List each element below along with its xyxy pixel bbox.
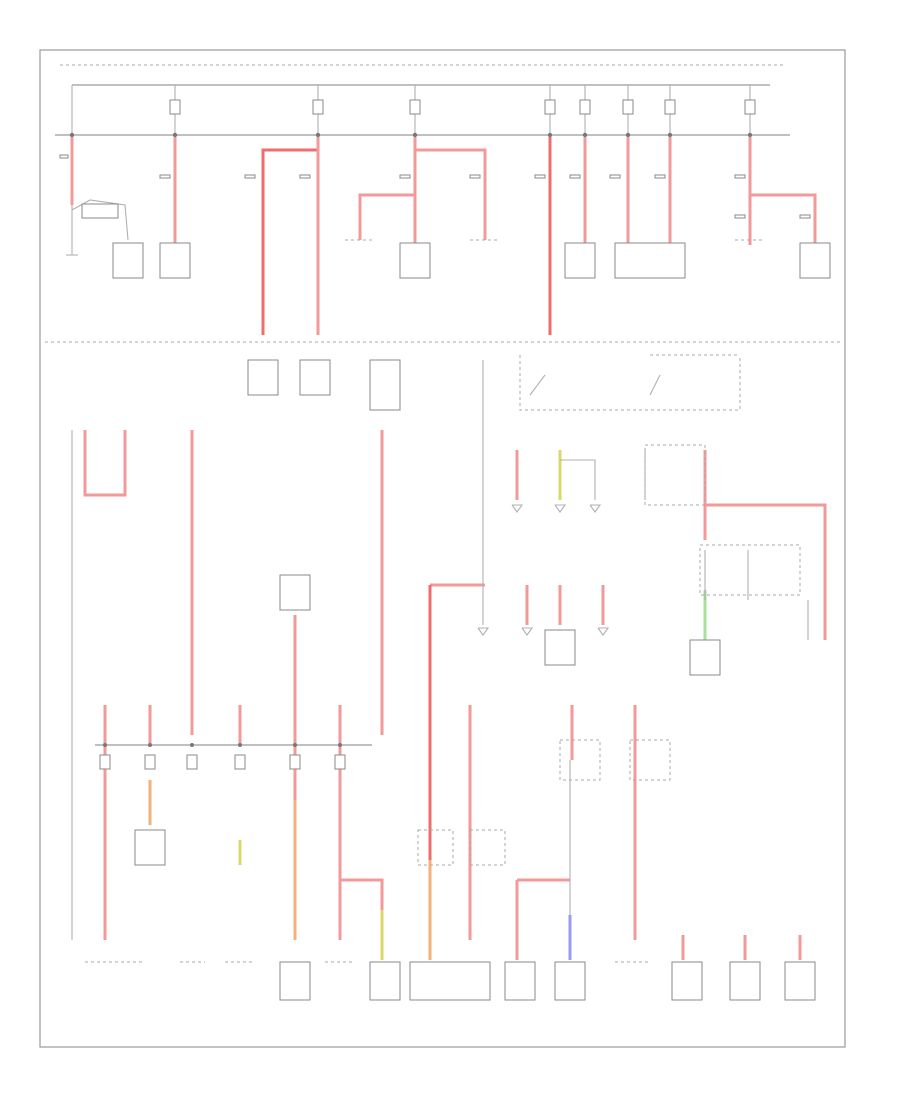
label-marks [59, 154, 811, 219]
colored-wires [148, 450, 707, 960]
lower-signal-wires [71, 360, 809, 940]
bottom-connectors [85, 961, 816, 1001]
battery [66, 199, 129, 256]
lower-fuse-rail [95, 743, 372, 770]
ground-symbols [477, 504, 610, 636]
upper-relays [247, 354, 741, 411]
upper-power-wires [70, 137, 817, 335]
top-fuse-markers [169, 99, 756, 115]
diagram-frame [39, 49, 846, 1048]
fuse-rail-junctions [69, 132, 753, 138]
upper-components [112, 239, 831, 279]
lower-modules [134, 444, 801, 866]
lower-power-wires [83, 430, 827, 960]
